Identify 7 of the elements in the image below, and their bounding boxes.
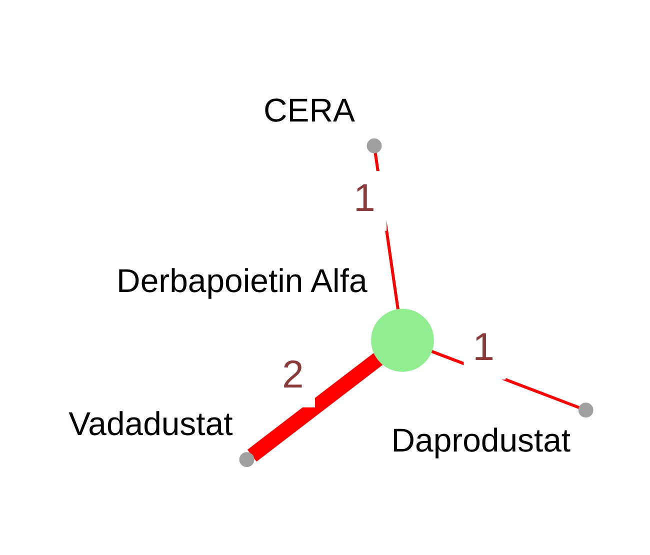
- node-label: CERA: [263, 90, 355, 128]
- node-label: Vadadustat: [68, 404, 233, 442]
- node-label: Derbapoietin Alfa: [116, 261, 368, 298]
- edge-label: 1: [472, 325, 494, 368]
- edge-label: 1: [354, 176, 376, 220]
- edge-label: 2: [282, 353, 304, 396]
- node-label: Daprodustat: [391, 420, 571, 458]
